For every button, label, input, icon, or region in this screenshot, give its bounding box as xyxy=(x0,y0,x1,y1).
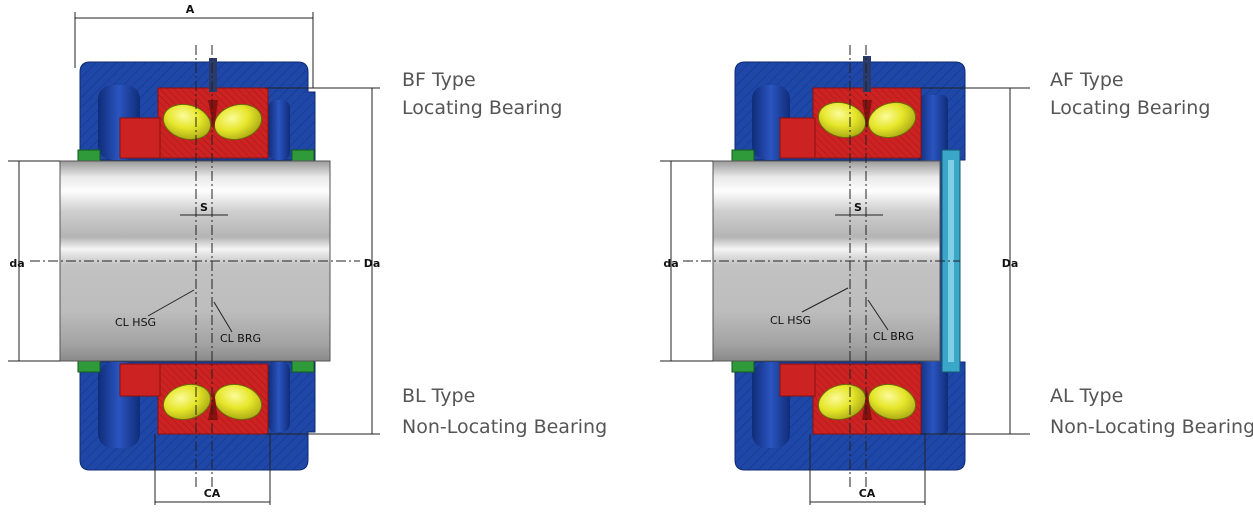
roller-icon xyxy=(867,101,917,139)
cl-bearing-label: CL BRG xyxy=(873,330,914,343)
roller-icon xyxy=(213,383,263,421)
roller-icon xyxy=(867,383,917,421)
dim-label-ca: CA xyxy=(859,487,876,500)
roller-icon xyxy=(162,103,212,141)
right-bearing-top xyxy=(779,56,922,159)
right-assembly: da Da S CA CL HSG CL BRG AF Type Locatin… xyxy=(660,45,1253,505)
cl-housing-label: CL HSG xyxy=(115,316,156,329)
af-type-label: AF Type xyxy=(1050,69,1124,91)
af-desc-label: Locating Bearing xyxy=(1050,97,1210,119)
left-seals xyxy=(77,149,315,373)
dim-label-da-outer: Da xyxy=(1002,257,1019,270)
bf-desc-label: Locating Bearing xyxy=(402,97,562,119)
cl-bearing-label: CL BRG xyxy=(220,332,261,345)
dim-label-a: A xyxy=(186,3,195,16)
dim-label-s: S xyxy=(200,201,208,214)
roller-icon xyxy=(817,101,867,139)
roller-icon xyxy=(213,103,263,141)
al-type-label: AL Type xyxy=(1050,385,1123,407)
bf-type-label: BF Type xyxy=(402,69,476,91)
dim-label-da-outer: Da xyxy=(364,257,381,270)
dim-label-da: da xyxy=(9,257,24,270)
left-bearing-top xyxy=(119,58,269,159)
cl-housing-label: CL HSG xyxy=(770,314,811,327)
roller-icon xyxy=(162,383,212,421)
dim-label-ca: CA xyxy=(204,487,221,500)
left-bearing-bottom xyxy=(119,363,269,435)
dim-label-s: S xyxy=(854,201,862,214)
bl-desc-label: Non-Locating Bearing xyxy=(402,416,607,438)
al-desc-label: Non-Locating Bearing xyxy=(1050,416,1253,438)
left-assembly: A da Da S CA CL HSG CL BRG BF Type Locat… xyxy=(8,3,607,505)
bl-type-label: BL Type xyxy=(402,385,475,407)
roller-icon xyxy=(817,383,867,421)
right-bearing-bottom xyxy=(779,363,922,435)
right-seals xyxy=(731,149,755,373)
dim-label-da: da xyxy=(663,257,678,270)
